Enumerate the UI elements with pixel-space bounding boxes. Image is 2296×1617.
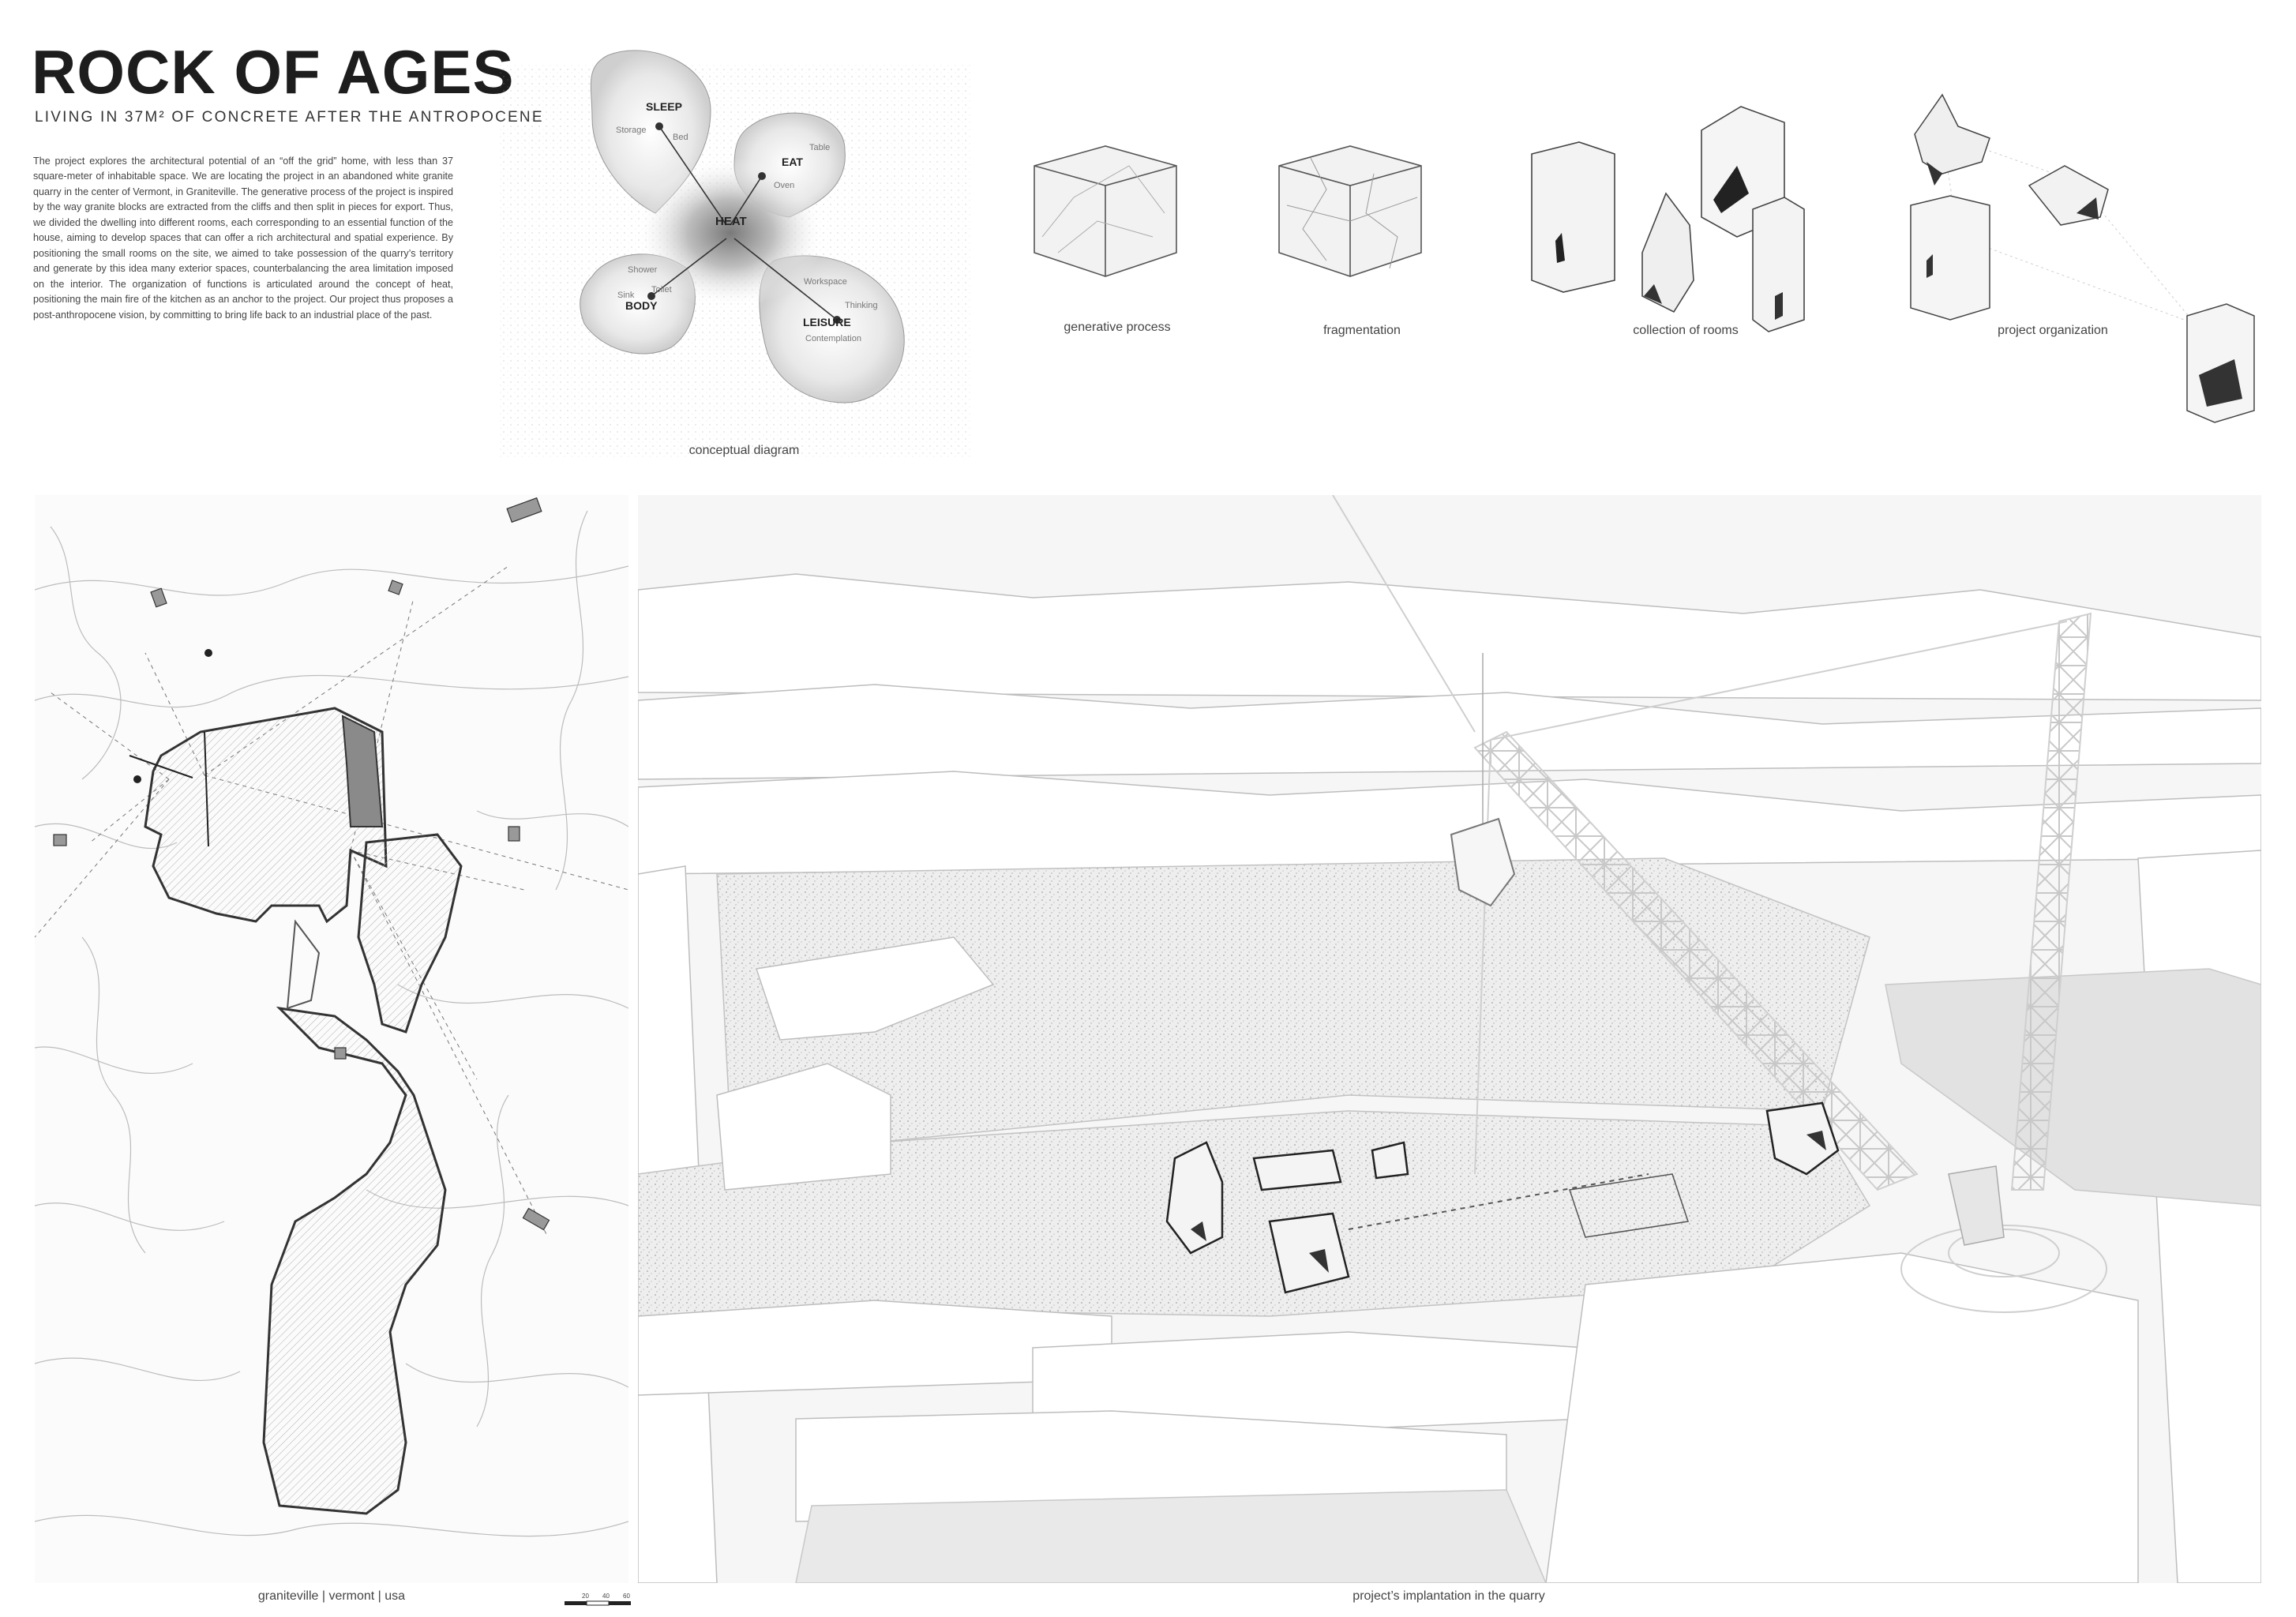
scale-bar-graphic: 20 40 60 [565,1593,631,1606]
node-leisure-sub-3: Contemplation [805,334,861,343]
scale-label-3: 60 [623,1593,630,1600]
conceptual-diagram: HEAT SLEEP Storage Bed EAT Table Oven BO… [474,32,995,474]
quarry-perspective [637,494,2262,1584]
conceptual-diagram-caption: conceptual diagram [688,444,800,457]
quarry-perspective-drawing [637,494,2262,1584]
node-body-sub-1: Shower [628,265,658,275]
project-description: The project explores the architectural p… [33,155,453,321]
node-body-sub-3: Toilet [651,285,672,295]
site-plan [34,495,629,1583]
quarry-perspective-caption: project’s implantation in the quarry [1352,1589,1545,1603]
project-organization-caption: project organization [1998,324,2108,337]
node-sleep-sub-1: Storage [616,126,647,135]
scale-label-1: 20 [582,1593,589,1600]
collection-of-rooms-caption: collection of rooms [1633,324,1739,337]
fragmentation-caption: fragmentation [1323,324,1401,337]
node-sleep: SLEEP [646,100,682,113]
node-eat-sub-1: Table [809,143,830,152]
fragmentation-diagram [1271,142,1429,284]
fragmentation-cube [1278,145,1422,277]
node-leisure-sub-2: Thinking [845,301,878,310]
conceptual-diagram-graphic: HEAT SLEEP Storage Bed EAT Table Oven BO… [497,50,971,458]
project-organization-diagram [1895,87,2258,426]
node-sleep-sub-2: Bed [673,133,688,142]
collection-of-rooms-diagram [1524,99,1824,336]
project-organization-graphic [1910,93,2255,423]
node-leisure-sub-1: Workspace [804,277,847,287]
node-heat: HEAT [715,215,747,228]
site-plan-caption: graniteville | vermont | usa [257,1589,406,1603]
page-subtitle: LIVING IN 37M² OF CONCRETE AFTER THE ANT… [35,109,544,126]
node-body-sub-2: Sink [617,291,635,300]
site-plan-drawing [34,497,629,1537]
node-eat-sub-2: Oven [774,181,794,190]
generative-process-cube [1034,145,1177,277]
generative-process-diagram [1026,142,1184,284]
node-body: BODY [625,299,658,312]
collection-of-rooms-graphic [1531,106,1805,332]
scale-bar: 20 40 60 [565,1590,632,1608]
generative-process-caption: generative process [1064,321,1171,334]
page-title: ROCK OF AGES [32,37,515,107]
node-leisure: LEISURE [803,316,851,328]
scale-label-2: 40 [602,1593,610,1600]
node-eat: EAT [782,156,803,168]
